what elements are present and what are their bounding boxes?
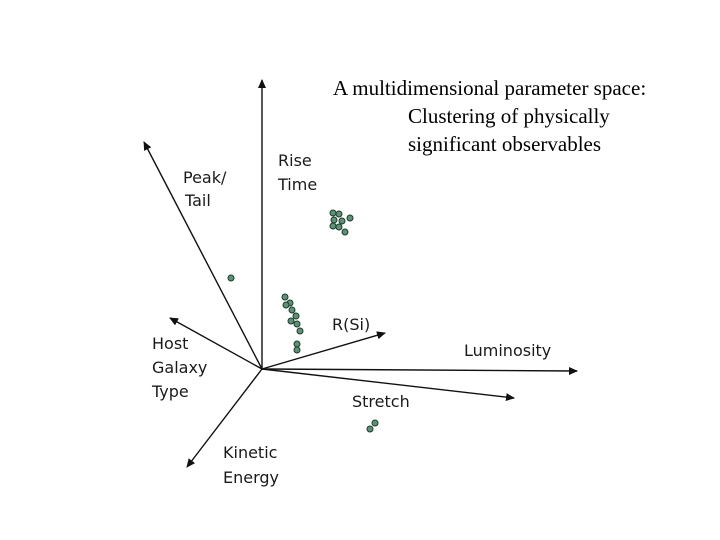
axis-peak-tail bbox=[143, 141, 263, 370]
data-point bbox=[346, 214, 354, 222]
label-peak-tail-2: Tail bbox=[184, 191, 211, 210]
data-point bbox=[293, 340, 301, 348]
data-point bbox=[296, 327, 304, 335]
cluster-middle bbox=[281, 293, 304, 354]
label-kinetic-energy-2: Energy bbox=[223, 468, 279, 487]
data-point bbox=[329, 222, 337, 230]
data-point bbox=[293, 346, 301, 354]
axis-r-si bbox=[261, 331, 386, 370]
axis-kinetic-energy bbox=[186, 368, 263, 468]
data-point bbox=[282, 301, 290, 309]
data-point bbox=[335, 223, 343, 231]
cluster-upper bbox=[329, 209, 354, 236]
label-rise-time-1: Rise bbox=[278, 151, 312, 170]
label-stretch: Stretch bbox=[352, 392, 410, 411]
data-point bbox=[335, 210, 343, 218]
data-point bbox=[330, 216, 338, 224]
axis-luminosity bbox=[261, 366, 578, 375]
label-peak-tail-1: Peak/ bbox=[183, 168, 227, 187]
data-point bbox=[341, 228, 349, 236]
cluster-lower bbox=[366, 419, 379, 433]
data-point bbox=[287, 317, 295, 325]
data-point bbox=[338, 217, 346, 225]
axis-host-galaxy-type bbox=[169, 317, 263, 370]
title-line-3: significant observables bbox=[408, 132, 601, 156]
data-point bbox=[293, 320, 301, 328]
data-point bbox=[281, 293, 289, 301]
title-line-1: A multidimensional parameter space: bbox=[333, 76, 646, 100]
label-host-galaxy-type-3: Type bbox=[151, 382, 189, 401]
title-line-2: Clustering of physically bbox=[408, 104, 610, 128]
data-point bbox=[292, 312, 300, 320]
label-luminosity: Luminosity bbox=[464, 341, 551, 360]
data-point bbox=[227, 274, 235, 282]
data-point bbox=[371, 419, 379, 427]
cluster-single bbox=[227, 274, 235, 282]
label-r-si: R(Si) bbox=[332, 315, 370, 334]
data-point bbox=[329, 209, 337, 217]
data-point bbox=[366, 425, 374, 433]
data-point bbox=[288, 306, 296, 314]
axis-stretch bbox=[261, 368, 515, 402]
label-host-galaxy-type-2: Galaxy bbox=[152, 358, 207, 377]
label-rise-time-2: Time bbox=[277, 175, 317, 194]
label-kinetic-energy-1: Kinetic bbox=[223, 443, 277, 462]
label-host-galaxy-type-1: Host bbox=[152, 334, 188, 353]
axes bbox=[143, 79, 578, 468]
